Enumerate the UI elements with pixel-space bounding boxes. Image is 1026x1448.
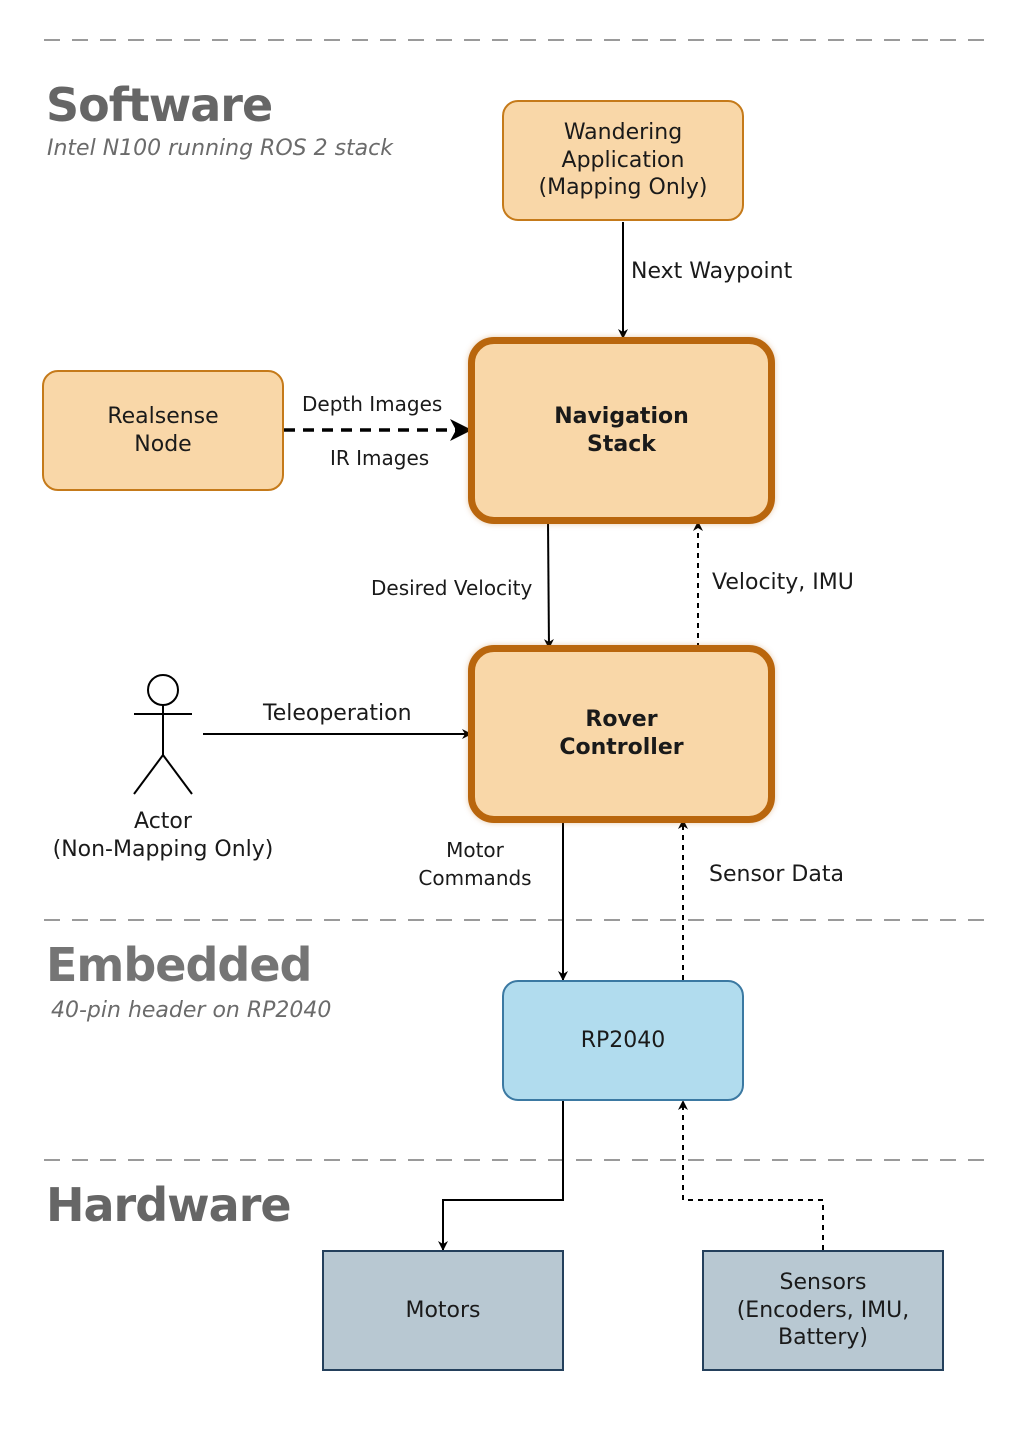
edge-sensors-rp2040 [678, 1100, 824, 1250]
label-desired-velocity: Desired Velocity [371, 576, 533, 600]
label-velocity-imu: Velocity, IMU [712, 570, 854, 595]
label-teleoperation: Teleoperation [263, 701, 412, 726]
node-navigation-stack: Navigation Stack [468, 337, 775, 524]
actor-icon [133, 674, 193, 795]
section-title-hardware: Hardware [46, 1178, 292, 1232]
label-sensor-data: Sensor Data [709, 862, 844, 887]
actor-label: Actor (Non-Mapping Only) [52, 809, 274, 862]
node-rp2040: RP2040 [502, 980, 744, 1101]
label-motor-commands: Motor Commands [418, 838, 532, 890]
node-wandering-application: Wandering Application (Mapping Only) [502, 100, 744, 221]
section-title-software: Software [46, 78, 273, 132]
node-motors: Motors [322, 1250, 564, 1371]
node-realsense: Realsense Node [42, 370, 284, 491]
label-depth-images: Depth Images [302, 392, 443, 416]
label-next-waypoint: Next Waypoint [631, 259, 793, 284]
section-title-embedded: Embedded [46, 938, 312, 992]
edge-desired-velocity [543, 521, 554, 649]
edge-rp2040-motors [438, 1101, 564, 1251]
section-subtitle-software: Intel N100 running ROS 2 stack [47, 136, 393, 161]
section-subtitle-embedded: 40-pin header on RP2040 [51, 998, 332, 1023]
node-sensors: Sensors (Encoders, IMU, Battery) [702, 1250, 944, 1371]
label-ir-images: IR Images [330, 446, 430, 470]
node-rover-controller: Rover Controller [468, 645, 775, 823]
